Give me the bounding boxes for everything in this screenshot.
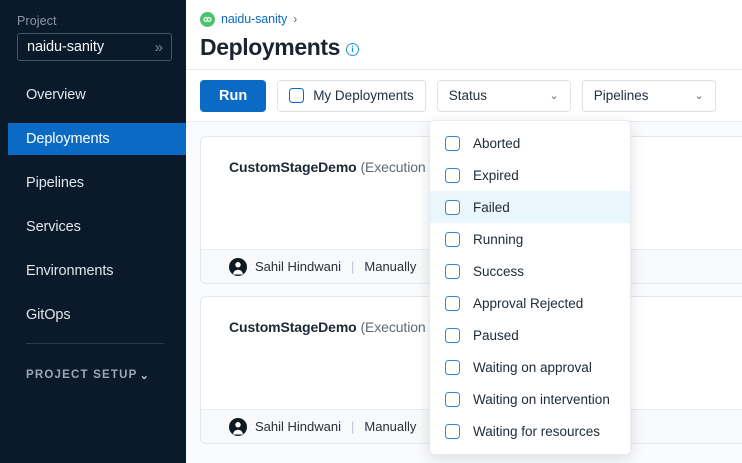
status-option-paused[interactable]: Paused — [430, 319, 630, 351]
status-option-label: Approval Rejected — [473, 295, 584, 311]
toolbar: Run My Deployments Status ⌄ Pipelines ⌄ — [186, 70, 742, 122]
sidebar-section-label: PROJECT SETUP — [26, 369, 138, 381]
checkbox[interactable] — [445, 167, 460, 183]
breadcrumb-separator-icon: › — [293, 12, 298, 26]
chevron-down-icon: ⌄ — [139, 369, 150, 382]
run-button[interactable]: Run — [200, 79, 267, 112]
footer-divider: | — [351, 419, 355, 434]
checkbox[interactable] — [445, 295, 460, 311]
status-option-label: Waiting on approval — [473, 359, 592, 375]
status-option-label: Success — [473, 263, 525, 279]
status-option-waiting-on-intervention[interactable]: Waiting on intervention — [430, 383, 630, 415]
checkbox[interactable] — [445, 423, 460, 439]
deployment-name: CustomStageDemo — [229, 159, 357, 175]
deployment-card-title: CustomStageDemo (Execution Id — [229, 319, 742, 335]
sidebar: Project naidu-sanity » Overview Deployme… — [0, 0, 186, 463]
avatar — [229, 257, 247, 276]
project-selector[interactable]: naidu-sanity » — [17, 33, 172, 61]
sidebar-divider — [26, 343, 164, 344]
sidebar-item-label: Services — [26, 219, 81, 235]
status-option-running[interactable]: Running — [430, 223, 630, 255]
pipelines-filter-label: Pipelines — [593, 88, 649, 103]
double-chevron-right-icon: » — [154, 38, 163, 56]
deployment-trigger: Manually — [364, 259, 417, 274]
project-selector-value: naidu-sanity — [27, 39, 104, 55]
sidebar-nav: Overview Deployments Pipelines Services … — [0, 79, 186, 331]
deployment-card-body: CustomStageDemo (Execution Id — [201, 297, 742, 409]
deployment-trigger: Manually — [364, 419, 417, 434]
status-option-failed[interactable]: Failed — [430, 191, 630, 223]
status-filter-label: Status — [448, 88, 488, 103]
status-option-label: Paused — [473, 327, 519, 343]
checkbox[interactable] — [445, 231, 460, 247]
sidebar-item-pipelines[interactable]: Pipelines — [0, 167, 186, 199]
avatar — [229, 417, 247, 436]
deployment-user: Sahil Hindwani — [255, 259, 341, 274]
checkbox[interactable] — [445, 263, 460, 279]
sidebar-item-label: Pipelines — [26, 175, 84, 191]
checkbox[interactable] — [445, 327, 460, 343]
page-title-row: Deployments i — [200, 34, 742, 61]
sidebar-item-environments[interactable]: Environments — [0, 255, 186, 287]
my-deployments-checkbox[interactable] — [289, 88, 305, 103]
status-option-waiting-for-resources[interactable]: Waiting for resources — [430, 415, 630, 447]
status-option-approval-rejected[interactable]: Approval Rejected — [430, 287, 630, 319]
pipelines-filter-dropdown[interactable]: Pipelines ⌄ — [581, 79, 716, 112]
checkbox[interactable] — [445, 199, 460, 215]
status-option-waiting-on-approval[interactable]: Waiting on approval — [430, 351, 630, 383]
sidebar-item-label: Deployments — [26, 131, 110, 147]
breadcrumb: naidu-sanity › — [200, 9, 742, 29]
checkbox[interactable] — [445, 359, 460, 375]
project-chain-icon — [200, 11, 215, 27]
status-option-label: Aborted — [473, 135, 521, 151]
status-option-aborted[interactable]: Aborted — [430, 127, 630, 159]
footer-divider: | — [351, 259, 355, 274]
status-option-label: Waiting for resources — [473, 423, 601, 439]
deployment-user: Sahil Hindwani — [255, 419, 341, 434]
main-content: naidu-sanity › Deployments i Run My Depl… — [186, 0, 742, 463]
sidebar-item-services[interactable]: Services — [0, 211, 186, 243]
sidebar-item-label: Environments — [26, 263, 114, 279]
sidebar-item-overview[interactable]: Overview — [0, 79, 186, 111]
sidebar-item-label: GitOps — [26, 307, 71, 323]
status-filter-dropdown[interactable]: Status ⌄ — [436, 79, 571, 112]
status-option-label: Waiting on intervention — [473, 391, 610, 407]
status-option-expired[interactable]: Expired — [430, 159, 630, 191]
breadcrumb-project-link[interactable]: naidu-sanity — [221, 12, 288, 26]
deployment-name: CustomStageDemo — [229, 319, 357, 335]
project-label: Project — [17, 14, 57, 28]
deployment-card-body: CustomStageDemo (Execution Id — [201, 137, 742, 249]
sidebar-item-label: Overview — [26, 87, 86, 103]
checkbox[interactable] — [445, 391, 460, 407]
deployment-execution-id: (Execution Id — [360, 319, 441, 335]
info-icon[interactable]: i — [346, 43, 360, 56]
sidebar-item-gitops[interactable]: GitOps — [0, 299, 186, 331]
checkbox[interactable] — [445, 135, 460, 151]
page-title: Deployments — [200, 34, 341, 60]
page-header: naidu-sanity › Deployments i — [186, 0, 742, 70]
my-deployments-filter[interactable]: My Deployments — [277, 79, 426, 112]
status-option-label: Expired — [473, 167, 519, 183]
status-option-label: Running — [473, 231, 524, 247]
sidebar-section-project-setup[interactable]: PROJECT SETUP ⌄ — [0, 360, 186, 390]
deployment-execution-id: (Execution Id — [360, 159, 441, 175]
status-dropdown-menu: Aborted Expired Failed Running Success A… — [429, 120, 631, 455]
status-option-label: Failed — [473, 199, 510, 215]
deployment-card-title: CustomStageDemo (Execution Id — [229, 159, 742, 175]
sidebar-item-deployments[interactable]: Deployments — [8, 123, 186, 155]
chevron-down-icon: ⌄ — [694, 90, 704, 102]
status-option-success[interactable]: Success — [430, 255, 630, 287]
chevron-down-icon: ⌄ — [549, 90, 559, 102]
my-deployments-label: My Deployments — [313, 88, 414, 103]
